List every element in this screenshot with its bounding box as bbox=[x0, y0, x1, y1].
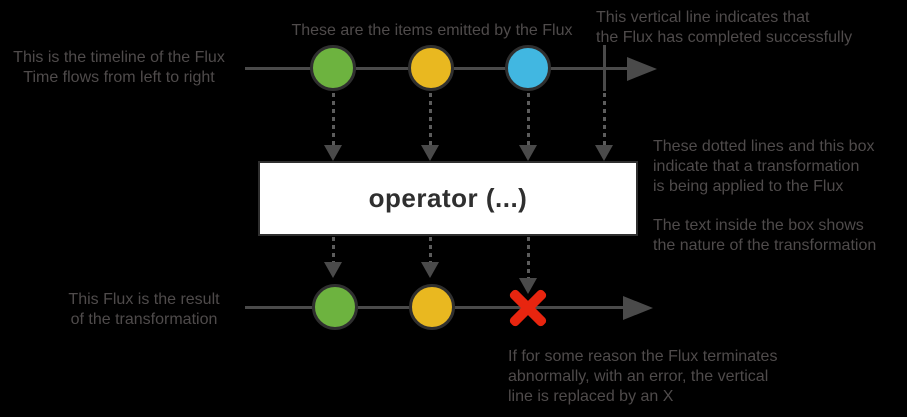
source-marble-green bbox=[310, 45, 356, 91]
connector-arrowhead-icon bbox=[519, 278, 537, 294]
connector-arrowhead-icon bbox=[324, 262, 342, 278]
completed-note: This vertical line indicates that the Fl… bbox=[596, 9, 853, 46]
timeline-note: This is the timeline of the Flux Time fl… bbox=[13, 49, 225, 86]
connector-line bbox=[332, 237, 335, 262]
result-note: This Flux is the result of the transform… bbox=[68, 291, 220, 328]
connector-line bbox=[429, 237, 432, 262]
connector-arrowhead-icon bbox=[324, 145, 342, 161]
connector-arrowhead-icon bbox=[595, 145, 613, 161]
result-timeline-arrowhead-icon bbox=[623, 296, 653, 320]
connector-line bbox=[429, 93, 432, 145]
connector-line bbox=[527, 237, 530, 278]
connector-line bbox=[603, 93, 606, 145]
source-marble-yellow bbox=[408, 45, 454, 91]
error-note: If for some reason the Flux terminates a… bbox=[508, 348, 778, 405]
source-marble-blue bbox=[505, 45, 551, 91]
complete-marker bbox=[603, 45, 606, 91]
operator-box: operator (...) bbox=[258, 161, 638, 236]
operator-label: operator (...) bbox=[368, 183, 528, 213]
result-marble-yellow bbox=[409, 284, 455, 330]
connector-arrowhead-icon bbox=[421, 262, 439, 278]
connector-arrowhead-icon bbox=[519, 145, 537, 161]
error-x-icon bbox=[505, 285, 551, 330]
transformation-text-note: The text inside the box shows the nature… bbox=[653, 217, 877, 254]
items-note: These are the items emitted by the Flux bbox=[291, 22, 573, 39]
transformation-note: These dotted lines and this box indicate… bbox=[653, 138, 875, 195]
result-marble-green bbox=[312, 284, 358, 330]
connector-arrowhead-icon bbox=[421, 145, 439, 161]
connector-line bbox=[332, 93, 335, 145]
source-timeline-arrowhead-icon bbox=[627, 57, 657, 81]
connector-line bbox=[527, 93, 530, 145]
